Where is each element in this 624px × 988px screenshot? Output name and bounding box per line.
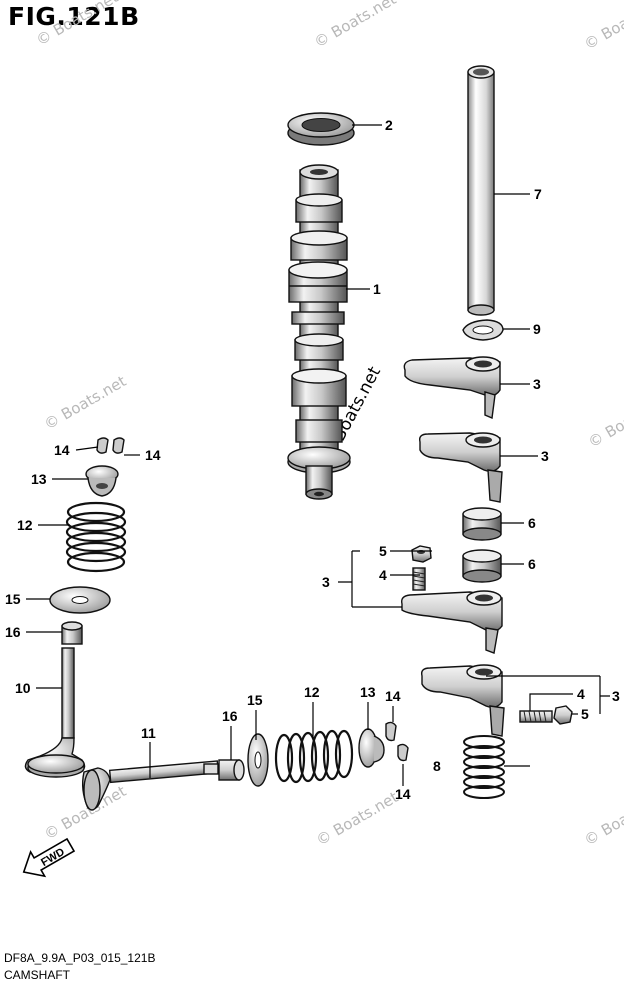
model-code: DF8A_9.9A_P03_015_121B <box>4 951 156 965</box>
callout-16: 16 <box>5 624 21 640</box>
part-3-rocker-arm-c <box>400 590 503 654</box>
part-13-retainer-a <box>85 465 119 497</box>
watermark-text: © Boats.net <box>33 0 121 49</box>
callout-7: 7 <box>534 186 542 202</box>
part-6-bushing-b <box>462 549 502 583</box>
watermark-text: © Boats.net <box>581 0 624 53</box>
callout-5: 5 <box>581 706 589 722</box>
callout-5: 5 <box>379 543 387 559</box>
callout-15: 15 <box>247 692 263 708</box>
watermark-text: © Boats.net <box>585 390 624 451</box>
callout-8: 8 <box>433 758 441 774</box>
fwd-label: FWD <box>39 846 67 869</box>
watermark-text: © Boats.net <box>41 372 129 433</box>
part-14-cotter-lower <box>385 721 409 762</box>
callout-2: 2 <box>385 117 393 133</box>
callout-12: 12 <box>304 684 320 700</box>
callout-14: 14 <box>54 442 70 458</box>
part-1-camshaft <box>287 164 351 500</box>
part-4-screw-b <box>519 710 553 723</box>
callout-9: 9 <box>533 321 541 337</box>
callout-10: 10 <box>15 680 31 696</box>
callout-13: 13 <box>31 471 47 487</box>
fwd-arrow-icon: FWD <box>22 837 76 878</box>
part-3-rocker-arm-d <box>420 664 505 737</box>
part-14-cotter-upper <box>96 437 125 454</box>
section-name: CAMSHAFT <box>4 968 70 982</box>
callout-14: 14 <box>385 688 401 704</box>
callout-3: 3 <box>541 448 549 464</box>
callout-6: 6 <box>528 515 536 531</box>
part-8-spring <box>463 735 505 799</box>
part-3-rocker-arm-a <box>403 356 501 420</box>
watermark-text: © Boats.net <box>581 788 624 849</box>
part-13-retainer-b <box>358 728 385 768</box>
watermark-text: © Boats.net <box>313 788 401 849</box>
part-3-rocker-arm-b <box>418 432 503 503</box>
part-7-tube <box>467 65 495 316</box>
figure-title: FIG.121B <box>8 2 140 31</box>
part-11-valve <box>81 760 220 811</box>
callout-1: 1 <box>373 281 381 297</box>
leader-lines <box>26 124 610 786</box>
part-5-nut-a <box>411 545 432 563</box>
watermark-text: © Boats.net <box>311 0 399 51</box>
part-15-washer-a <box>49 586 111 614</box>
callout-14: 14 <box>145 447 161 463</box>
callout-13: 13 <box>360 684 376 700</box>
part-12-spring-a <box>65 501 127 573</box>
part-6-bushing-a <box>462 507 502 541</box>
callout-4: 4 <box>379 567 387 583</box>
part-12-spring-b <box>274 729 354 784</box>
part-15-washer-b <box>247 733 269 787</box>
callout-3: 3 <box>533 376 541 392</box>
callout-labels: 2 7 1 9 3 3 6 6 5 4 3 4 3 5 8 14 14 13 1… <box>5 117 620 802</box>
part-2-oil-seal <box>287 112 355 146</box>
callout-16: 16 <box>222 708 238 724</box>
callout-15: 15 <box>5 591 21 607</box>
part-4-screw-a <box>412 567 426 591</box>
callout-11: 11 <box>141 725 156 741</box>
part-5-nut-b <box>553 705 573 725</box>
part-10-valve <box>24 647 86 778</box>
callout-12: 12 <box>17 517 33 533</box>
callout-3: 3 <box>322 574 330 590</box>
callout-3: 3 <box>612 688 620 704</box>
callout-14: 14 <box>395 786 411 802</box>
part-16-seal-a <box>61 621 83 645</box>
callout-4: 4 <box>577 686 585 702</box>
part-9-gasket <box>462 319 504 341</box>
part-16-seal-b <box>218 759 245 781</box>
callout-6: 6 <box>528 556 536 572</box>
